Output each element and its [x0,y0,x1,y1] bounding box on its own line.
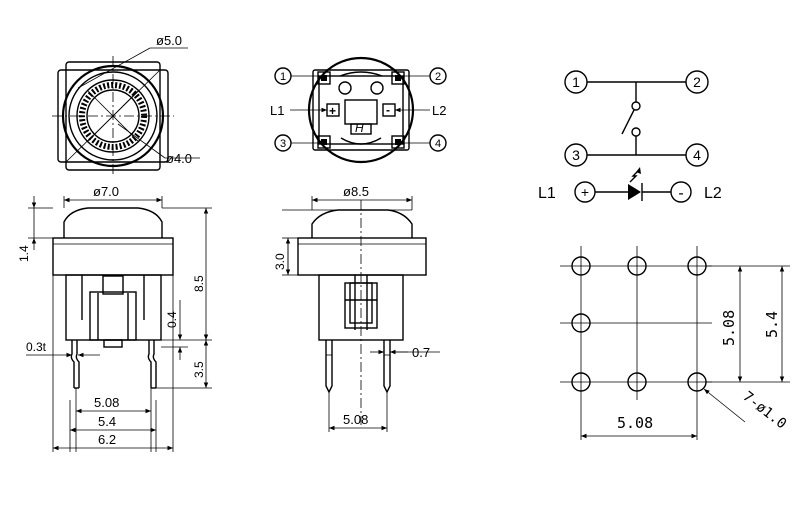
schematic: 1 2 3 4 L1 + - L2 [538,70,722,203]
front-pitch-inner-label: 5.08 [94,395,119,410]
schematic-pin2: 2 [693,74,701,90]
side-cap-height-label: 3.0 [273,253,287,270]
terminal-pin3: 3 [280,138,286,150]
schematic-pin4: 4 [693,147,701,163]
side-pin-width-label: 0.7 [412,345,430,360]
side-view: ø8.5 3.0 0.7 5.08 [273,184,440,432]
side-cap-dia-label: ø8.5 [343,184,369,199]
terminal-pin4: 4 [435,138,441,150]
schematic-plus-sign: + [581,184,589,200]
schematic-l2-label: L2 [704,185,722,202]
front-pin-length-label: 3.5 [192,361,206,378]
terminal-pin1: 1 [280,71,286,83]
pcb-span-v-label: 5.4 [763,311,781,338]
front-pin-thickness-label: 0.3t [26,340,47,354]
front-gap-label: 0.4 [165,311,179,328]
terminal-plus-sign: + [329,104,336,118]
top-outer-dia-label: ø5.0 [156,33,182,48]
top-inner-dia-label: ø4.0 [166,151,192,166]
front-body-width-label: 6.2 [98,432,116,447]
top-view: ø5.0 ø4.0 [52,33,200,176]
front-cap-dia-label: ø7.0 [93,184,119,199]
terminal-view: + - H 1 2 3 4 L1 L2 [270,56,447,164]
schematic-l1-label: L1 [538,185,556,202]
schematic-pin1: 1 [572,74,580,90]
front-view: ø7.0 1.4 8.5 0.4 3.5 0.3t 5.08 5.4 6.2 [17,184,212,452]
terminal-l1-label: L1 [270,103,284,118]
pcb-pitch-v-label: 5.08 [720,310,738,346]
terminal-l2-label: L2 [432,103,446,118]
pcb-pitch-h-label: 5.08 [617,414,653,432]
front-cap-height-label: 1.4 [17,245,31,262]
schematic-pin3: 3 [572,147,580,163]
side-pitch-label: 5.08 [343,412,368,427]
terminal-minus-sign: - [386,103,390,117]
front-pitch-mid-label: 5.4 [98,414,116,429]
pcb-layout: 5.08 5.4 5.08 7-ø1.0 [560,246,790,440]
terminal-pin2: 2 [435,71,441,83]
front-total-height-label: 8.5 [192,275,206,292]
terminal-logo: H [355,121,364,135]
schematic-minus-sign: - [678,185,683,202]
pcb-holes-label: 7-ø1.0 [740,389,790,433]
